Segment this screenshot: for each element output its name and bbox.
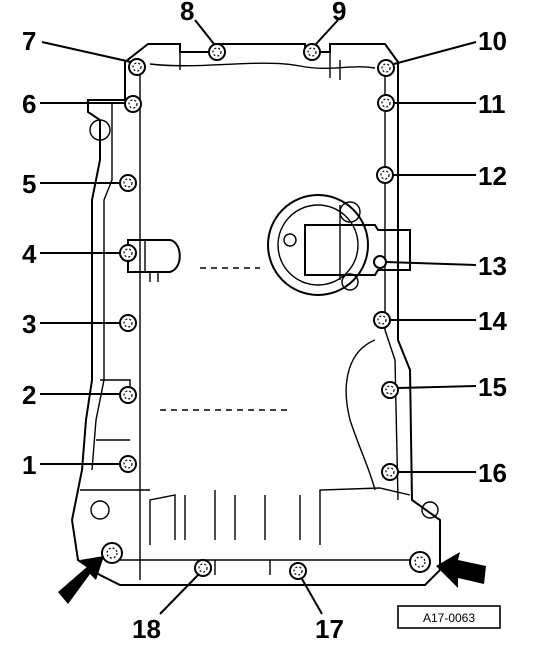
- bolt-9: [303, 43, 321, 61]
- callout-9: 9: [332, 0, 346, 26]
- reference-code-box: A17-0063: [397, 605, 501, 629]
- bolt-7: [128, 58, 146, 76]
- callout-2: 2: [22, 380, 36, 410]
- callout-12: 12: [478, 161, 507, 191]
- bolt-12: [376, 166, 394, 184]
- leader-lines: [40, 19, 477, 615]
- callout-3: 3: [22, 309, 36, 339]
- bolt-4: [119, 244, 137, 262]
- reference-code: A17-0063: [423, 611, 475, 625]
- bolt-3: [119, 314, 137, 332]
- callout-18: 18: [132, 614, 161, 644]
- bolt-14: [373, 311, 391, 329]
- callout-17: 17: [315, 614, 344, 644]
- callout-15: 15: [478, 372, 507, 402]
- bolt-left-corner: [101, 542, 123, 564]
- bolt-16: [381, 463, 399, 481]
- arrow-left-icon: [58, 556, 104, 604]
- callout-8: 8: [180, 0, 194, 26]
- bolt-18: [194, 559, 212, 577]
- bolt-17: [289, 562, 307, 580]
- bolt-right-corner: [409, 551, 431, 573]
- bolt-5: [119, 174, 137, 192]
- bolt-6: [124, 95, 142, 113]
- bolt-2: [119, 386, 137, 404]
- bolt-11: [377, 94, 395, 112]
- bolt-13: [373, 255, 387, 269]
- callout-10: 10: [478, 26, 507, 56]
- oil-pan-housing: [70, 43, 441, 586]
- callout-14: 14: [478, 306, 507, 336]
- callout-7: 7: [22, 26, 36, 56]
- callout-11: 11: [478, 89, 506, 119]
- arrow-right-icon: [436, 552, 486, 588]
- bolt-10: [377, 59, 395, 77]
- callout-5: 5: [22, 169, 36, 199]
- bolt-8: [208, 43, 226, 61]
- bolt-1: [119, 455, 137, 473]
- callout-16: 16: [478, 458, 507, 488]
- bolt-15: [381, 381, 399, 399]
- callout-1: 1: [22, 450, 36, 480]
- callout-4: 4: [22, 239, 37, 269]
- callout-6: 6: [22, 89, 36, 119]
- callout-13: 13: [478, 251, 507, 281]
